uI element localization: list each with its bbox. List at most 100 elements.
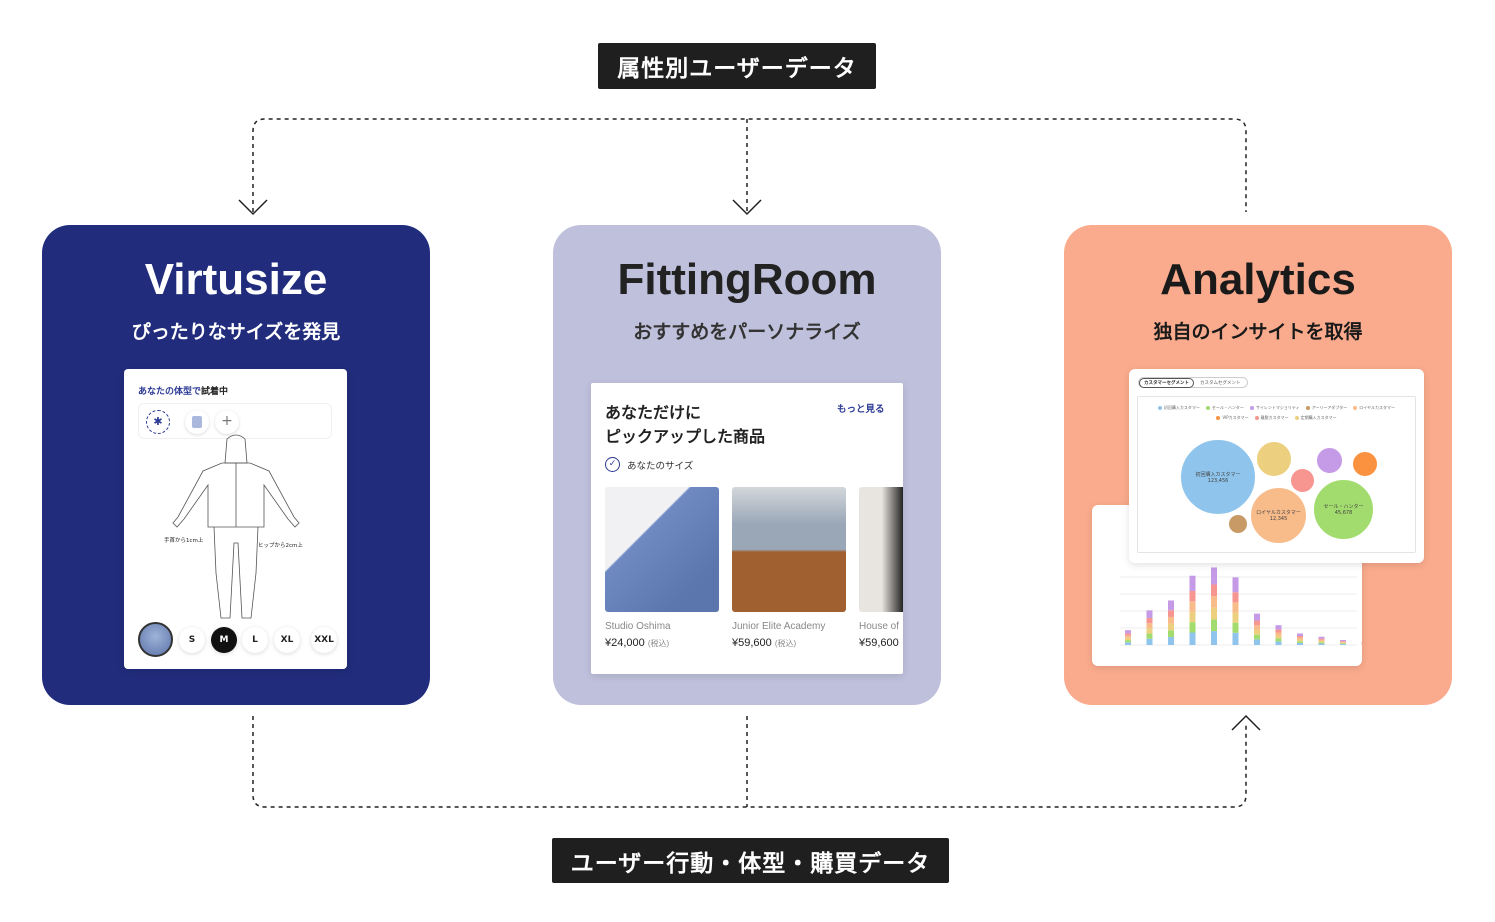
legend-label: 定期購入カスタマー bbox=[1300, 415, 1337, 420]
item-selector: ✱ + bbox=[138, 403, 332, 439]
bar-segment bbox=[1275, 635, 1282, 639]
bar-segment bbox=[1168, 600, 1174, 611]
product-card[interactable]: Studio Oshima ¥24,000 (税込) bbox=[605, 487, 719, 649]
size-button-xxl[interactable]: XXL bbox=[311, 627, 337, 653]
legend-dot bbox=[1294, 416, 1299, 420]
legend-dot bbox=[1353, 406, 1358, 410]
bar-segment bbox=[1318, 642, 1325, 644]
bubble-silent-majority[interactable] bbox=[1316, 447, 1343, 474]
legend-item: サイレントマジョリティ bbox=[1249, 405, 1300, 411]
size-button-xl[interactable]: XL bbox=[274, 627, 300, 653]
fittingroom-card: FittingRoom おすすめをパーソナライズ あなただけに ピックアップした… bbox=[553, 225, 941, 705]
bar-segment bbox=[1125, 633, 1131, 636]
bar-segment bbox=[1254, 639, 1260, 645]
bar-segment bbox=[1211, 619, 1217, 632]
bar-segment bbox=[1232, 612, 1239, 623]
bar-segment bbox=[1297, 639, 1303, 642]
body-silhouette-illustration bbox=[172, 434, 300, 619]
bar-segment bbox=[1254, 625, 1260, 630]
virtusize-card: Virtusize ぴったりなサイズを発見 あなたの体型で試着中 ✱ + 手首か… bbox=[42, 225, 430, 705]
add-item-button[interactable]: + bbox=[215, 410, 239, 434]
legend-dot bbox=[1254, 416, 1259, 420]
bar-segment bbox=[1254, 613, 1260, 621]
legend-item: セール・ハンター bbox=[1205, 405, 1244, 411]
body-icon[interactable]: ✱ bbox=[146, 410, 170, 434]
tab-custom-segment[interactable]: カスタムセグメント bbox=[1200, 380, 1241, 386]
product-price: ¥24,000 (税込) bbox=[605, 637, 719, 649]
size-button-s[interactable]: S bbox=[179, 627, 205, 653]
bar-segment bbox=[1211, 607, 1217, 620]
legend-label: 初回購入カスタマー bbox=[1163, 405, 1200, 410]
bar-segment bbox=[1340, 644, 1346, 645]
bubble-early-adopter[interactable] bbox=[1228, 514, 1248, 534]
bar-segment bbox=[1275, 625, 1282, 630]
check-icon: ✓ bbox=[605, 457, 620, 472]
fitting-heading: あなたの体型で試着中 bbox=[138, 384, 228, 397]
product-price: ¥59,600 bbox=[859, 637, 903, 649]
bubble-value: 12,345 bbox=[1269, 516, 1288, 522]
bar-segment bbox=[1211, 567, 1217, 585]
bar-segment bbox=[1146, 610, 1153, 618]
tax-note: (税込) bbox=[774, 639, 797, 648]
fittingroom-subtitle: おすすめをパーソナライズ bbox=[633, 321, 861, 343]
virtusize-title: Virtusize bbox=[144, 255, 328, 304]
bar-segment bbox=[1232, 577, 1239, 593]
legend-dot bbox=[1205, 406, 1210, 410]
your-size-label: あなたのサイズ bbox=[627, 460, 694, 472]
fitting-heading-accent: あなたの体型で bbox=[138, 387, 202, 397]
top-dashed-connector bbox=[252, 118, 1247, 212]
bar-segment bbox=[1232, 632, 1239, 645]
bubble-vip[interactable] bbox=[1352, 451, 1378, 477]
legend-label: 離脱カスタマー bbox=[1260, 415, 1289, 420]
bar-segment bbox=[1297, 637, 1303, 640]
bar-segment bbox=[1340, 643, 1346, 645]
product-card[interactable]: Junior Elite Academy ¥59,600 (税込) bbox=[732, 487, 846, 649]
bar-segment bbox=[1125, 637, 1131, 641]
price-value: ¥24,000 bbox=[605, 637, 645, 649]
bar-segment bbox=[1146, 628, 1153, 634]
legend-dot bbox=[1305, 406, 1310, 410]
product-card[interactable]: House of ¥59,600 bbox=[859, 487, 903, 649]
product-brand: Studio Oshima bbox=[605, 621, 671, 632]
size-button-l[interactable]: L bbox=[242, 627, 268, 653]
bar-segment bbox=[1275, 638, 1282, 642]
bubble-value: 45,678 bbox=[1334, 510, 1353, 516]
bar-segment bbox=[1211, 584, 1217, 597]
product-image bbox=[732, 487, 846, 612]
legend-label: アーリーアダプター bbox=[1311, 405, 1348, 410]
see-more-link[interactable]: もっと見る bbox=[837, 404, 885, 415]
bar-segment bbox=[1318, 639, 1325, 642]
arrow-down-icon bbox=[732, 199, 762, 216]
bar-segment bbox=[1297, 641, 1303, 643]
product-brand: House of bbox=[859, 621, 900, 632]
bubble-repeat[interactable] bbox=[1256, 441, 1292, 477]
your-size-filter[interactable]: ✓ あなたのサイズ bbox=[605, 457, 693, 472]
analytics-title: Analytics bbox=[1160, 255, 1356, 304]
bar-segment bbox=[1297, 633, 1303, 636]
legend-item: VIPカスタマー bbox=[1216, 415, 1249, 421]
bar-segment bbox=[1275, 641, 1282, 645]
bar-segment bbox=[1232, 602, 1239, 613]
user-avatar[interactable] bbox=[138, 622, 173, 657]
bar-segment bbox=[1189, 632, 1196, 645]
bar-segment bbox=[1189, 622, 1196, 633]
analytics-card: Analytics 独自のインサイトを取得 カスタマーセグメント カスタムセグメ… bbox=[1064, 225, 1452, 705]
top-data-label: 属性別ユーザーデータ bbox=[598, 43, 876, 89]
legend-label: ロイヤルカスタマー bbox=[1359, 405, 1396, 410]
bar-segment bbox=[1168, 636, 1174, 645]
wrist-annotation: 手首から1cm上 bbox=[164, 538, 204, 544]
bar-segment bbox=[1211, 596, 1217, 608]
recommendation-heading-line1: あなただけに bbox=[605, 403, 702, 422]
bar-segment bbox=[1232, 592, 1239, 603]
tab-customer-segment[interactable]: カスタマーセグメント bbox=[1139, 377, 1194, 388]
size-button-m[interactable]: M bbox=[211, 627, 237, 653]
virtusize-subtitle: ぴったりなサイズを発見 bbox=[131, 321, 341, 343]
shirt-item-button[interactable] bbox=[185, 410, 209, 434]
bubble-churn[interactable] bbox=[1290, 468, 1315, 493]
